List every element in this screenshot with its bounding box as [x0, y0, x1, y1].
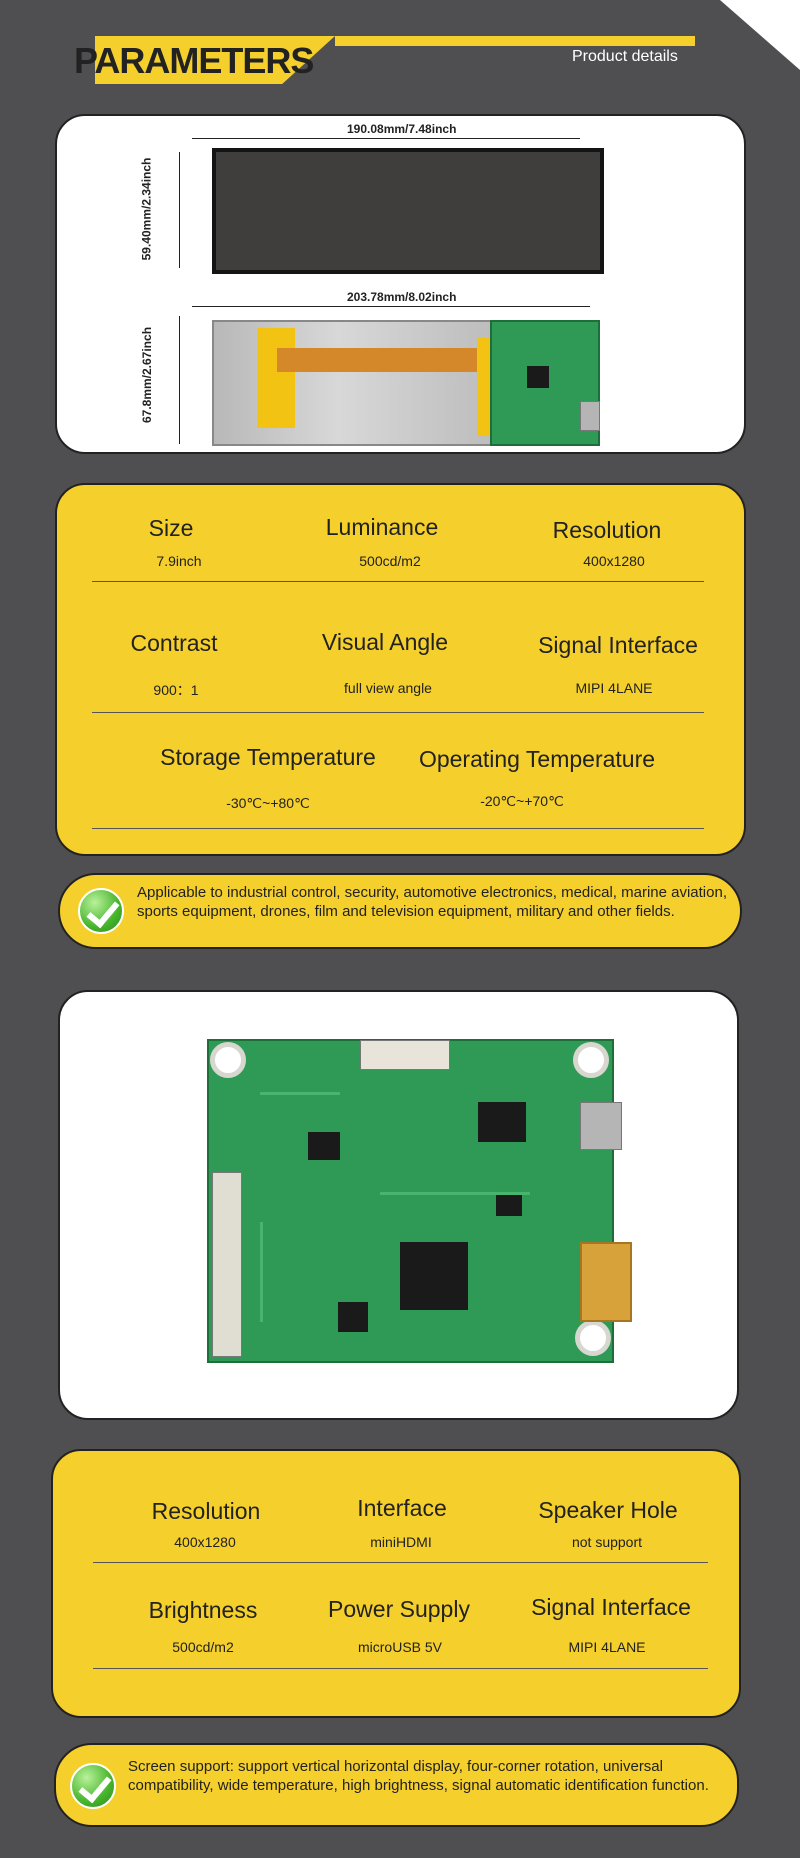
param-value: microUSB 5V — [357, 1639, 443, 1655]
param-value: 900：1 — [153, 682, 199, 698]
param-value: miniHDMI — [370, 1534, 432, 1550]
pcb-chip-small — [527, 366, 549, 388]
chip-small — [338, 1302, 368, 1332]
corner-accent — [720, 0, 800, 70]
param-label: Visual Angle — [321, 629, 449, 655]
page-subtitle: Product details — [572, 48, 678, 65]
params-divider — [92, 712, 704, 713]
param-value: 400x1280 — [583, 553, 645, 569]
param-label: Brightness — [148, 1597, 258, 1623]
back-width-label: 203.78mm/8.02inch — [347, 290, 457, 304]
param-value: not support — [571, 1534, 643, 1550]
chip-small — [496, 1192, 522, 1216]
mount-hole — [573, 1042, 609, 1078]
mount-hole — [210, 1042, 246, 1078]
param-value: full view angle — [344, 680, 432, 696]
param-value: -20℃~+70℃ — [480, 793, 564, 809]
param-label: Interface — [357, 1495, 447, 1521]
board-params-card: Resolution 400x1280 Interface miniHDMI S… — [51, 1449, 741, 1718]
driver-board-card — [58, 990, 739, 1420]
driver-board-image — [207, 1039, 614, 1363]
screen-params-card: Size 7.9inch Luminance 500cd/m2 Resoluti… — [55, 483, 746, 856]
front-height-arrow — [179, 152, 180, 268]
header-accent-line — [335, 36, 695, 46]
param-label: Resolution — [151, 1498, 261, 1524]
pcb-trace — [260, 1222, 263, 1322]
param-label: Signal Interface — [531, 1594, 691, 1620]
mount-hole — [575, 1320, 611, 1356]
param-label: Luminance — [325, 514, 439, 540]
pcb-trace — [380, 1192, 530, 1195]
param-value: 500cd/m2 — [359, 553, 421, 569]
param-value: 400x1280 — [174, 1534, 236, 1550]
lcd-back-image — [212, 320, 492, 446]
param-label: Contrast — [130, 630, 218, 656]
fpc-flex-cable — [277, 348, 477, 372]
params-divider — [92, 828, 704, 829]
pcb-trace — [260, 1092, 340, 1095]
params-divider — [93, 1562, 708, 1563]
param-value: 500cd/m2 — [172, 1639, 234, 1655]
front-width-label: 190.08mm/7.48inch — [347, 122, 457, 136]
param-label: Storage Temperature — [160, 744, 376, 770]
fpc-connector — [212, 1172, 242, 1357]
params-divider — [92, 581, 704, 582]
front-width-arrow — [192, 138, 580, 139]
param-label: Speaker Hole — [538, 1497, 678, 1523]
connector-top — [360, 1040, 450, 1070]
params-divider — [93, 1668, 708, 1669]
param-value: 7.9inch — [156, 553, 202, 569]
front-height-label: 59.40mm/2.34inch — [139, 157, 154, 261]
back-height-arrow — [179, 316, 180, 444]
check-icon — [70, 1763, 116, 1809]
back-width-arrow — [192, 306, 590, 307]
param-label: Size — [148, 515, 194, 541]
application-text: Applicable to industrial control, securi… — [137, 884, 727, 920]
param-label: Power Supply — [328, 1596, 470, 1622]
display-dimension-card: 190.08mm/7.48inch 59.40mm/2.34inch 203.7… — [55, 114, 746, 454]
support-note: Screen support: support vertical horizon… — [54, 1743, 739, 1827]
microusb-port — [580, 1102, 622, 1150]
back-height-label: 67.8mm/2.67inch — [140, 326, 155, 424]
param-value: MIPI 4LANE — [568, 1639, 646, 1655]
usb-port-small — [580, 401, 600, 431]
chip-small — [308, 1132, 340, 1160]
page-title: PARAMETERS — [74, 40, 314, 81]
param-value: MIPI 4LANE — [575, 680, 653, 696]
param-value: -30℃~+80℃ — [226, 795, 310, 811]
application-note: Applicable to industrial control, securi… — [58, 873, 742, 949]
minihdmi-port — [580, 1242, 632, 1322]
lcd-front-image — [212, 148, 604, 274]
param-label: Signal Interface — [538, 632, 698, 658]
support-text: Screen support: support vertical horizon… — [128, 1758, 709, 1794]
check-icon — [78, 888, 124, 934]
chip-small — [478, 1102, 526, 1142]
param-label: Operating Temperature — [418, 746, 656, 772]
main-chip — [400, 1242, 468, 1310]
param-label: Resolution — [552, 517, 662, 543]
fpc-tape — [257, 328, 295, 428]
